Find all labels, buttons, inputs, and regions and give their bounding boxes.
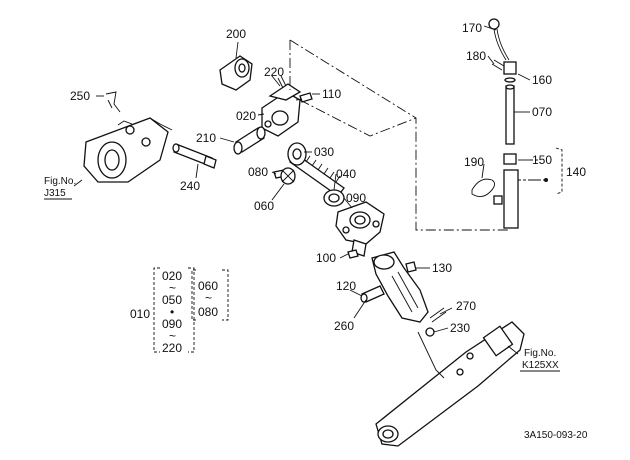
label-070: 070 (532, 105, 552, 119)
figref-right-number: K125XX (522, 360, 559, 371)
housing-090 (335, 201, 385, 257)
spring-clip-190 (471, 178, 503, 205)
legend-col2-0: 060 (198, 279, 218, 293)
bracket-200 (219, 55, 253, 91)
bolt-110 (295, 92, 313, 103)
label-130: 130 (432, 261, 452, 275)
legend-col1-4: 090 (162, 317, 182, 331)
pin-120 (360, 285, 385, 303)
label-200: 200 (226, 27, 246, 41)
label-230: 230 (450, 321, 470, 335)
pin-240 (172, 143, 217, 169)
ref-line-mid (299, 99, 417, 137)
label-250: 250 (70, 89, 90, 103)
lever-170 (488, 18, 510, 61)
rod-070 (505, 84, 515, 145)
label-190: 190 (464, 155, 484, 169)
legend-bracket-right (222, 269, 229, 321)
lift-link (371, 251, 429, 323)
label-210: 210 (196, 131, 216, 145)
label-020: 020 (236, 109, 256, 123)
label-080: 080 (248, 165, 268, 179)
legend-main: 010 (130, 307, 150, 321)
label-240: 240 (180, 179, 200, 193)
pin-210 (233, 126, 266, 155)
label-110: 110 (322, 87, 341, 101)
collar-040 (323, 189, 345, 207)
label-270: 270 (456, 299, 476, 313)
clip-270 (429, 307, 447, 323)
pin-230 (425, 327, 435, 337)
threaded-shaft-030 (287, 142, 345, 197)
ref-line-upper (289, 39, 510, 231)
legend-col1-2: 050 (162, 293, 182, 307)
figref-right-title: Fig.No. (524, 348, 556, 359)
bolt-130 (405, 261, 417, 273)
gear-060 (280, 167, 296, 185)
legend-bracket-mid (188, 267, 195, 353)
figref-left-title: Fig.No. (44, 176, 76, 187)
label-260: 260 (334, 319, 354, 333)
label-120: 120 (336, 279, 356, 293)
drawing-code: 3A150-093-20 (524, 430, 588, 441)
pin-180 (491, 59, 505, 71)
collar-160 (503, 61, 517, 83)
legend-col1-3: • (170, 305, 174, 319)
cable-line (417, 331, 445, 379)
legend-col1-6: 220 (162, 341, 182, 355)
label-040: 040 (336, 167, 356, 181)
lower-lift-arm (375, 321, 525, 447)
left-lift-arm (83, 117, 173, 183)
assembly-legend: 010 020 ~ 050 • 090 ~ 220 060 ~ 080 (130, 267, 229, 355)
retaining-clip-250 (105, 91, 121, 113)
legend-col1-1: ~ (169, 281, 176, 295)
legend-col2-1: ~ (205, 291, 212, 305)
legend-col2-2: 080 (198, 305, 218, 319)
legend-bracket-left (153, 267, 160, 353)
label-150: 150 (532, 153, 552, 167)
label-220: 220 (264, 65, 284, 79)
housing-140 (503, 169, 548, 229)
legend-col1-0: 020 (162, 269, 182, 283)
label-030: 030 (314, 145, 334, 159)
figref-left-number: J315 (44, 188, 66, 199)
leader-lines (73, 25, 531, 355)
bracket-140-ties (530, 159, 540, 181)
legend-col1-5: ~ (169, 329, 176, 343)
label-090: 090 (346, 191, 366, 205)
bushing-150 (503, 153, 517, 165)
bracket-140 (555, 147, 563, 195)
bracket-020 (261, 83, 302, 137)
label-140: 140 (566, 165, 586, 179)
legend-bracket-inner (191, 269, 196, 321)
label-170: 170 (462, 21, 482, 35)
label-060: 060 (254, 199, 274, 213)
label-100: 100 (316, 251, 336, 265)
bolt-100 (347, 249, 359, 259)
label-160: 160 (532, 73, 552, 87)
label-180: 180 (466, 49, 486, 63)
